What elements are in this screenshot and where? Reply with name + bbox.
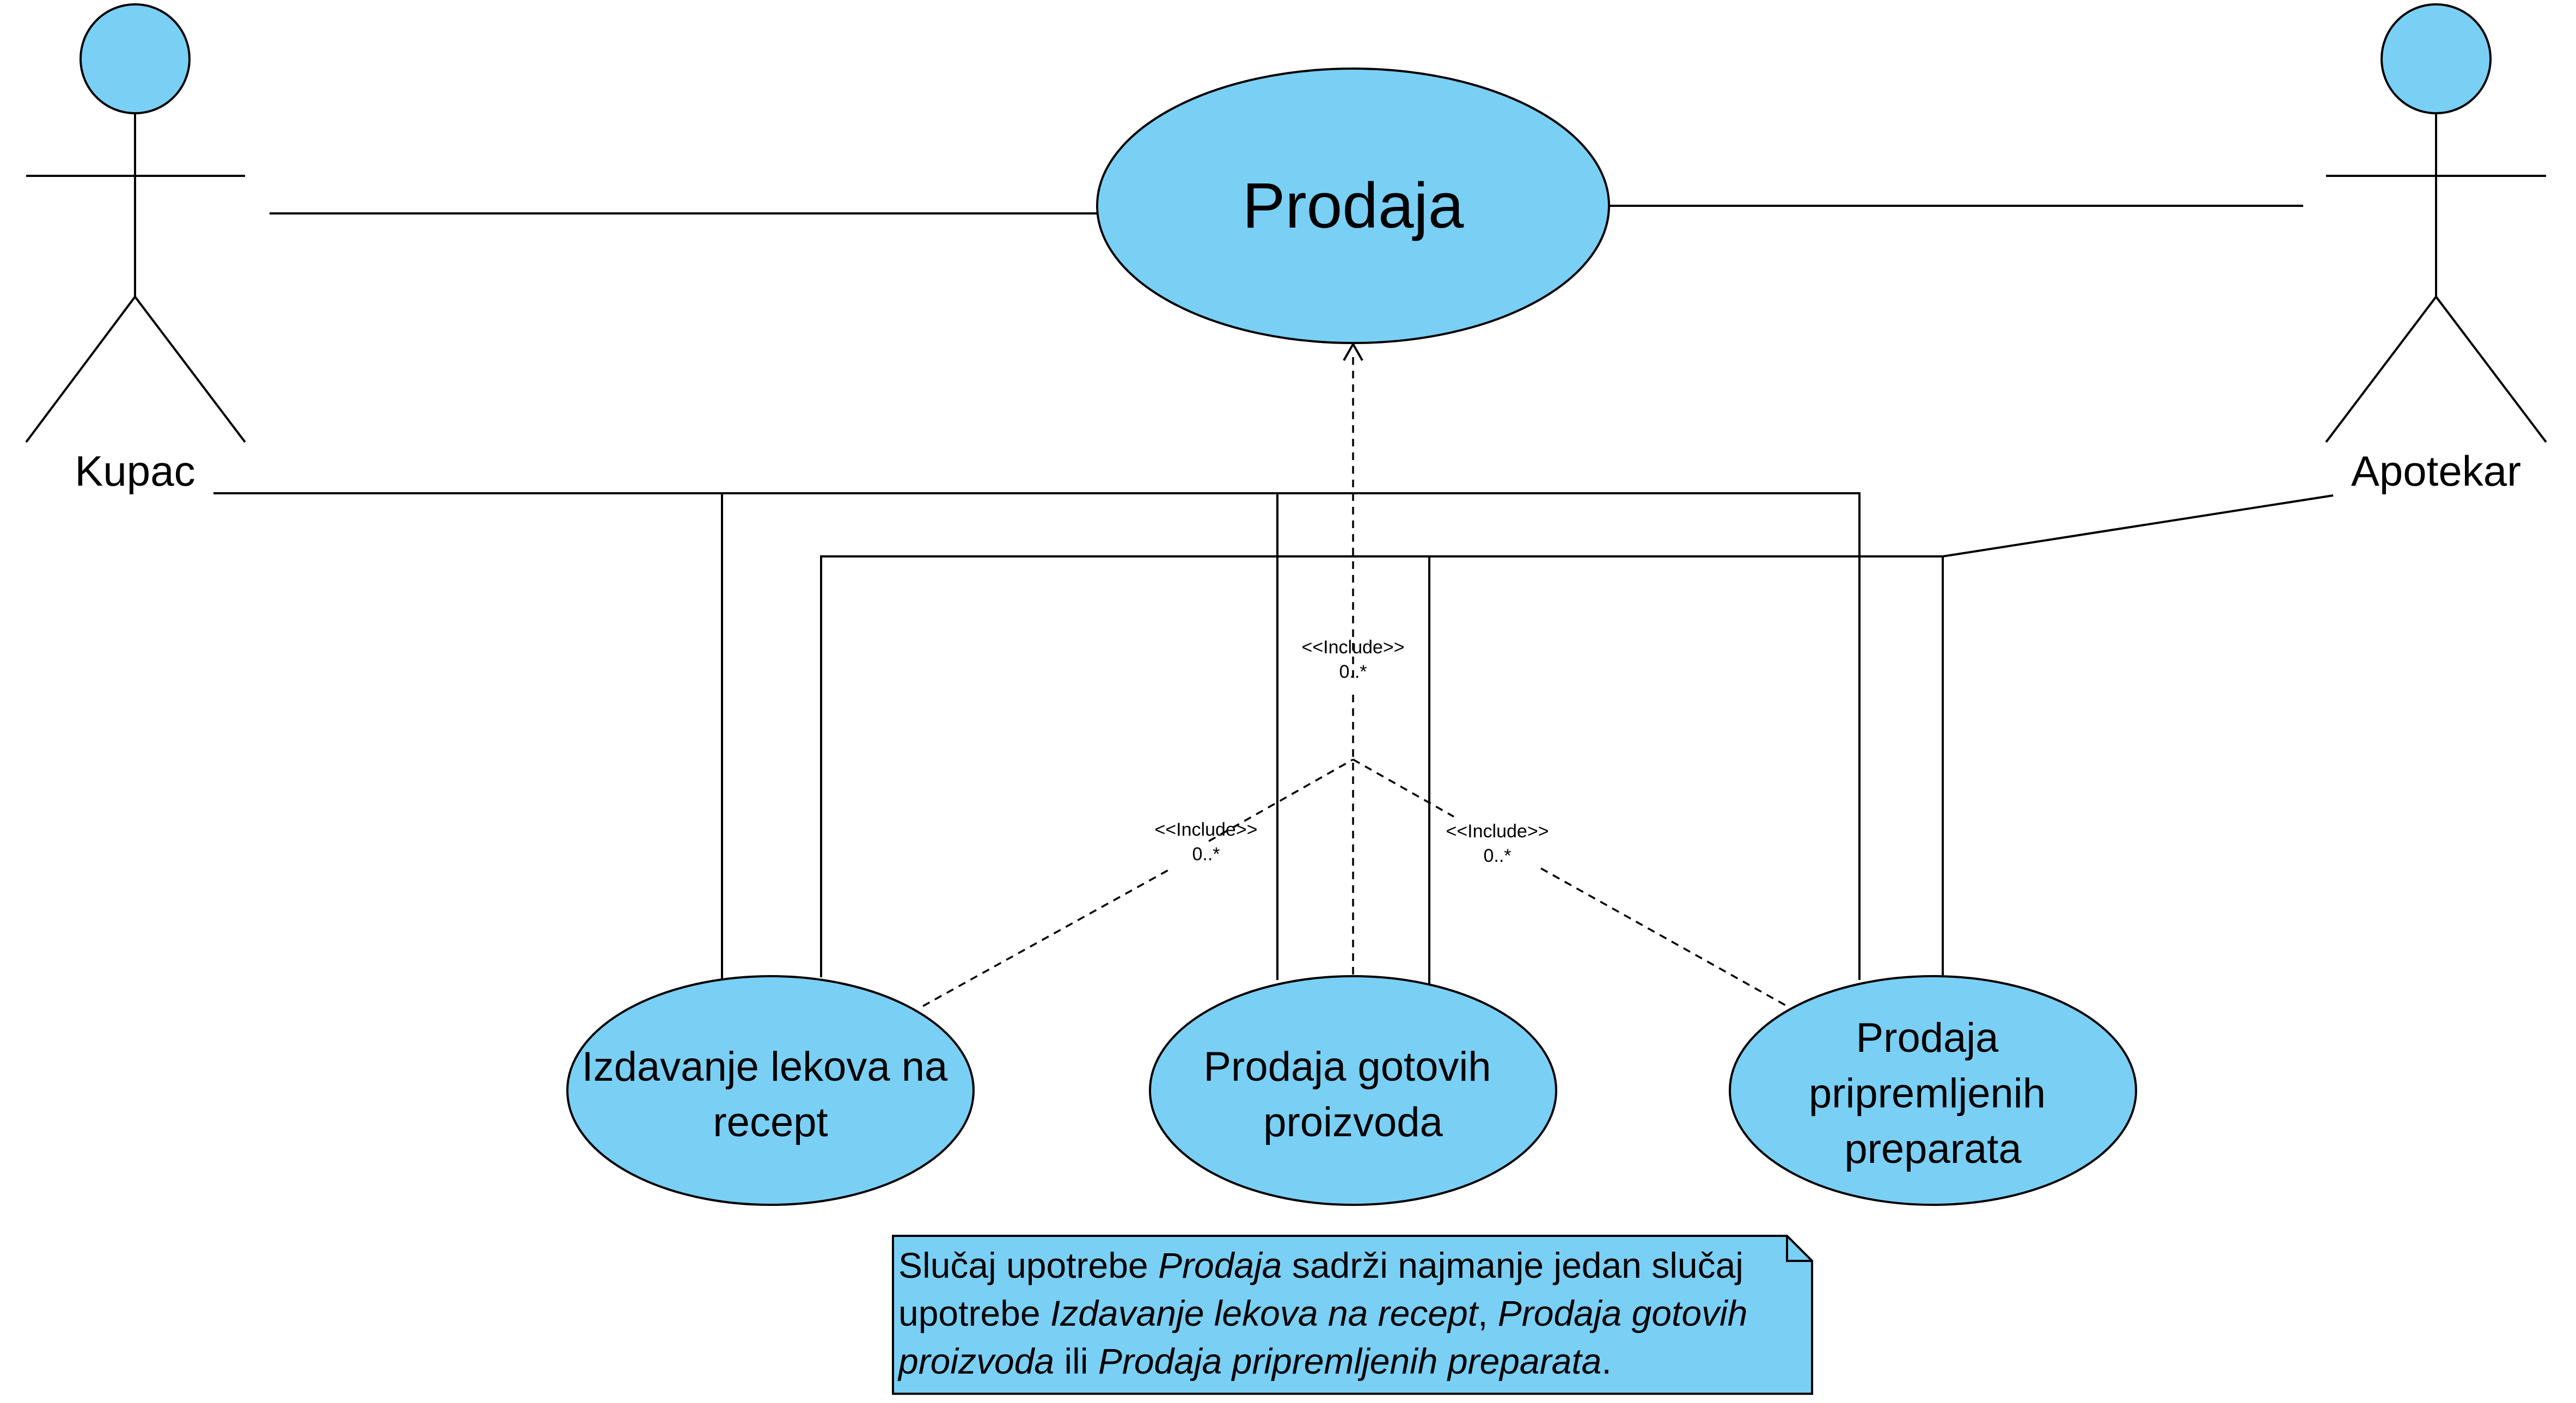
note-text: Slučaj upotrebe Prodaja sadrži najmanje …: [898, 1241, 1802, 1385]
actor-kupac-label: Kupac: [75, 447, 195, 495]
include-line-branch-left[interactable]: [1208, 758, 1354, 842]
actor-apotekar-head: [2381, 3, 2492, 114]
include-line-branch-right[interactable]: [1353, 758, 1454, 818]
include-multiplicity: 0..*: [1192, 844, 1220, 865]
include-label-prepared: <<Include>> 0..*: [1446, 821, 1549, 866]
include-label-prescription: <<Include>> 0..*: [1154, 819, 1257, 865]
include-line-prepared[interactable]: [1540, 867, 1788, 1007]
use-case-prodaja-pripremljenih[interactable]: Prodaja pripremljenih preparata: [1729, 975, 2137, 1206]
note-line-1: Slučaj upotrebe Prodaja sadrži najmanje …: [898, 1245, 1743, 1285]
use-case-prodaja[interactable]: Prodaja: [1096, 68, 1610, 344]
include-stereotype: <<Include>>: [1154, 819, 1257, 840]
include-multiplicity: 0..*: [1339, 661, 1367, 682]
include-stereotype: <<Include>>: [1446, 821, 1549, 842]
note-box[interactable]: [892, 1235, 1813, 1395]
use-case-izdavanje-lekova[interactable]: Izdavanje lekova na recept: [566, 975, 975, 1206]
note-line-3: proizvoda ili Prodaja pripremljenih prep…: [898, 1341, 1612, 1381]
actor-kupac[interactable]: [25, 3, 246, 443]
include-line-prescription[interactable]: [922, 869, 1169, 1007]
actor-kupac-head: [79, 3, 191, 114]
associations: [213, 205, 2334, 984]
include-multiplicity: 0..*: [1483, 846, 1511, 866]
use-case-prodaja-label: Prodaja: [1243, 170, 1464, 242]
use-case-izdavanje-lekova-label: Izdavanje lekova na recept: [582, 1044, 959, 1145]
actor-apotekar[interactable]: [2325, 3, 2547, 443]
note-line-2: upotrebe Izdavanje lekova na recept, Pro…: [898, 1293, 1748, 1333]
association-apotekar-use-cases[interactable]: [820, 494, 2334, 984]
association-kupac-use-cases[interactable]: [213, 492, 1861, 980]
use-case-prodaja-pripremljenih-label: Prodaja pripremljenih preparata: [1809, 1015, 2057, 1172]
actor-apotekar-label: Apotekar: [2351, 447, 2521, 495]
include-stereotype: <<Include>>: [1301, 637, 1404, 658]
use-case-prodaja-gotovih[interactable]: Prodaja gotovih proizvoda: [1149, 975, 1557, 1206]
use-case-prodaja-gotovih-label: Prodaja gotovih proizvoda: [1203, 1044, 1502, 1145]
include-label-main: <<Include>> 0..*: [1301, 637, 1404, 682]
note-folded-corner: [1786, 1236, 1812, 1262]
include-relations: [922, 351, 1788, 1007]
